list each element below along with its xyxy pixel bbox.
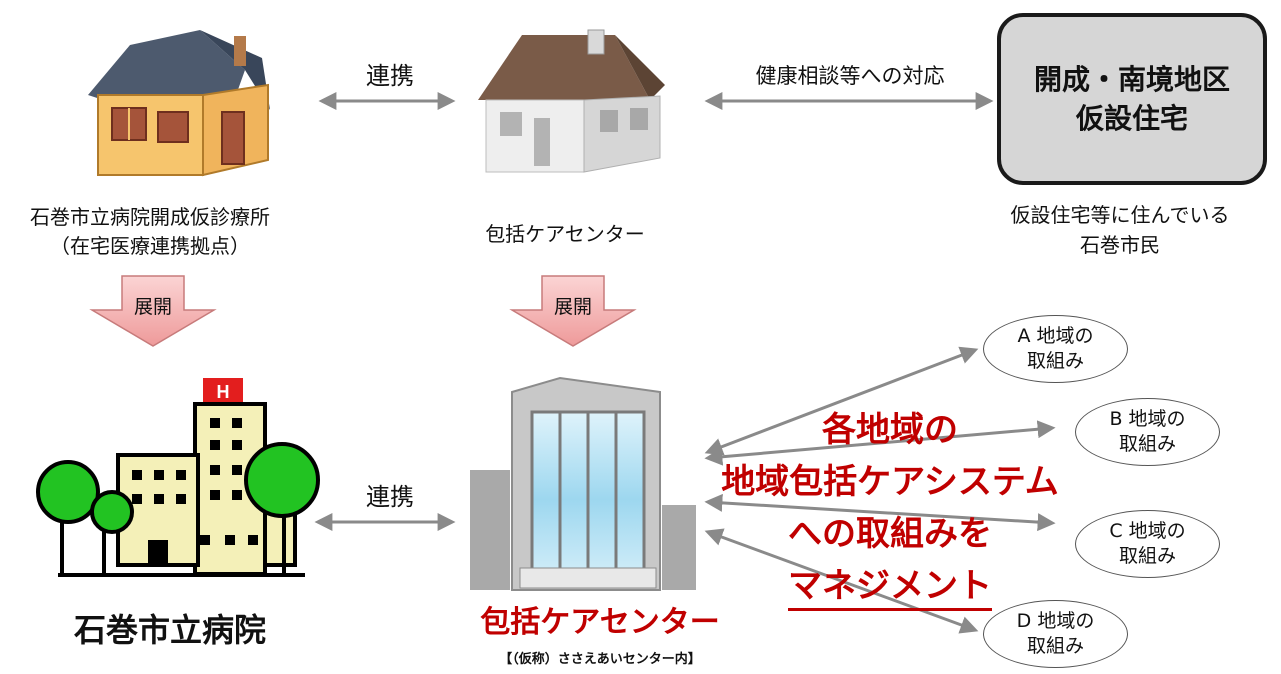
area-c-title: C 地域の [1109,520,1186,543]
management-line4: マネジメント [788,564,992,611]
area-d-sub: 取組み [1026,635,1084,657]
clinic-name: 石巻市立病院開成仮診療所 [30,205,270,229]
residents-line1: 仮設住宅等に住んでいる [1010,203,1230,227]
expand-arrow-middle-shape [509,275,637,347]
hospital-name: 石巻市立病院 [73,611,266,649]
health-consultation-label: 健康相談等への対応 [755,64,945,88]
arrow-to-area-c [704,493,1056,532]
area-d-title: D 地域の [1016,610,1095,633]
expand-arrow-left-shape [89,275,217,347]
expand-label-middle: 展開 [553,296,592,318]
link-label-top: 連携 [366,62,414,90]
clinic-subtitle: （在宅医療連携拠点） [50,234,250,258]
management-line1: 各地域の [822,410,958,450]
residents-line2: 石巻市民 [1080,233,1160,257]
office-building-icon [470,376,696,591]
temporary-housing-box: 開成・南境地区 仮設住宅 [997,13,1267,185]
expand-arrow-left: 展開 [92,276,214,348]
hospital-icon: H [36,378,320,577]
area-c-oval: C 地域の 取組み [1075,510,1220,578]
care-center-note: 【（仮称）ささえあいセンター内】 [499,652,701,667]
area-b-oval: B 地域の 取組み [1075,398,1220,466]
temporary-housing-line1: 開成・南境地区 [1033,62,1230,96]
area-b-title: B 地域の [1109,408,1186,431]
temporary-housing-line2: 仮設住宅 [1075,102,1188,135]
area-c-sub: 取組み [1118,545,1176,567]
care-center-top-label: 包括ケアセンター [485,222,645,246]
arrow-to-area-d [704,528,979,634]
area-a-oval: A 地域の 取組み [983,315,1128,383]
svg-text:H: H [217,382,230,402]
area-d-oval: D 地域の 取組み [983,600,1128,668]
area-a-sub: 取組み [1026,350,1084,372]
area-a-title: A 地域の [1017,325,1094,348]
management-line2: 地域包括ケアシステム [721,462,1059,502]
care-center-bottom-label: 包括ケアセンター [480,605,720,640]
clinic-house-icon [88,30,270,177]
expand-arrow-middle: 展開 [512,276,634,348]
management-text: 各地域の 地域包括ケアシステム への取組みを マネジメント [675,404,1105,612]
arrow-to-area-b [704,420,1056,466]
management-line3: への取組みを [788,514,992,554]
link-label-bottom: 連携 [366,483,414,511]
care-center-house-icon [478,29,665,173]
expand-label-left: 展開 [133,296,172,318]
area-b-sub: 取組み [1118,433,1176,455]
